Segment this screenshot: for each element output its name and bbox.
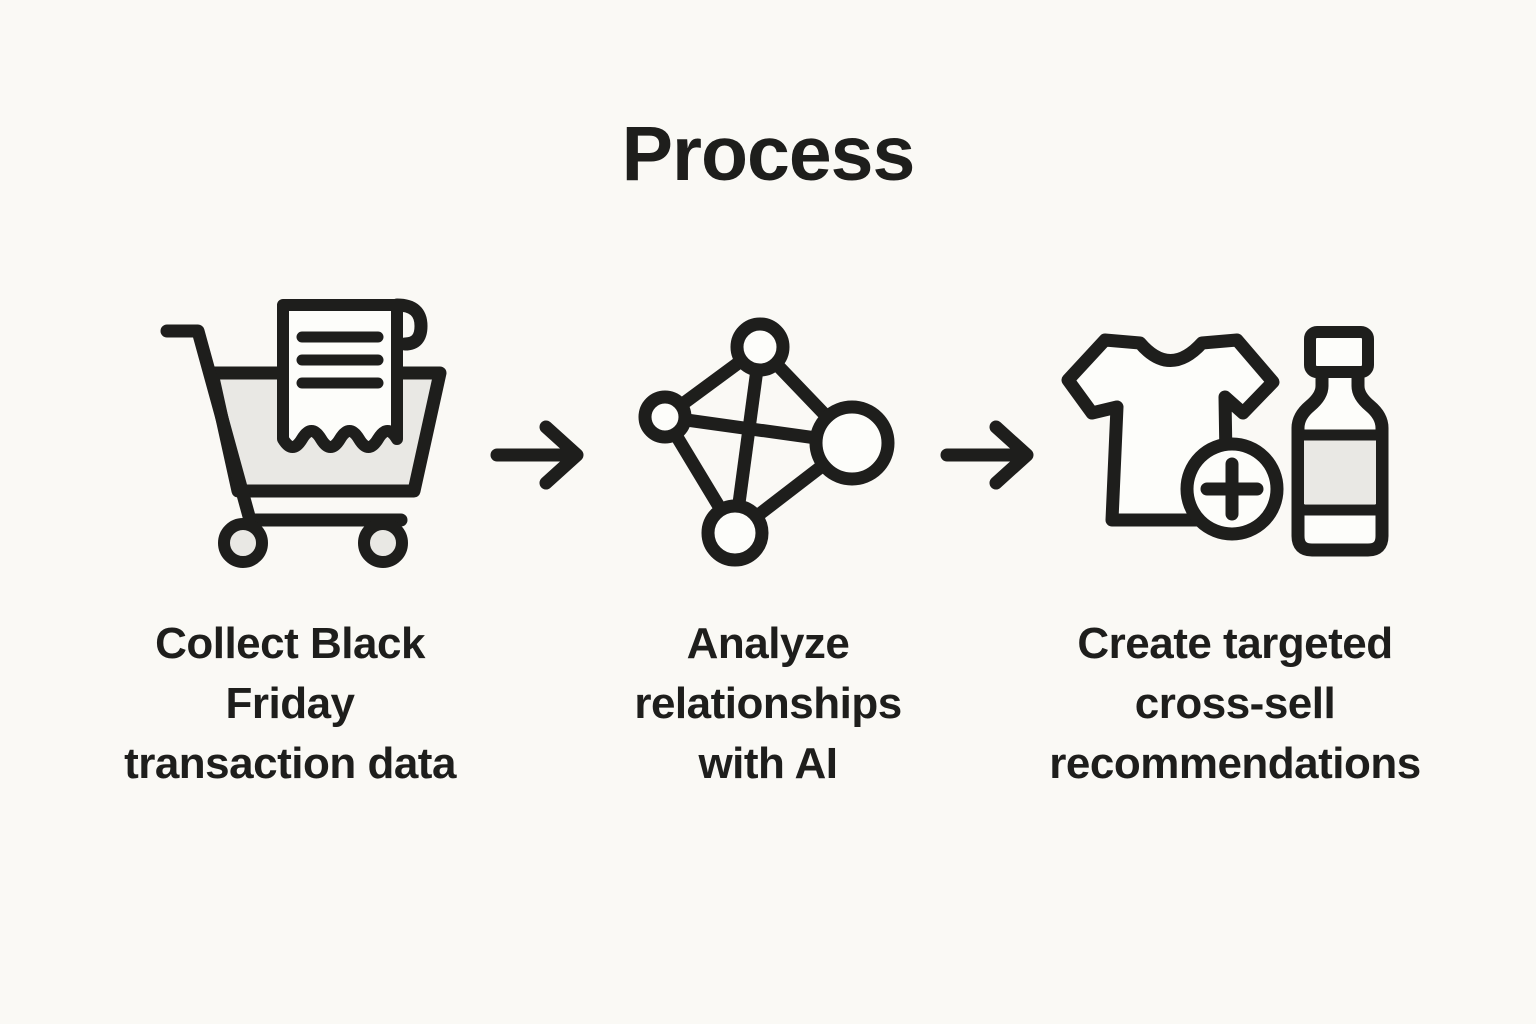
- step-label-line: transaction data: [124, 739, 456, 788]
- network-node-left: [638, 390, 692, 444]
- network-graph-icon: [638, 317, 895, 567]
- cart-frame-shape: [160, 324, 408, 527]
- arrow-right-shape: [490, 420, 584, 490]
- step-label-line: with AI: [698, 739, 838, 788]
- shopping-cart-receipt-icon: [160, 298, 447, 568]
- page-title: Process: [621, 111, 916, 197]
- step-label-line: Collect Black: [155, 619, 425, 668]
- network-node-top: [730, 317, 790, 377]
- step-label-line: relationships: [634, 679, 902, 728]
- network-node-right: [809, 400, 895, 486]
- step-label-analyze-ai: Analyze relationships with AI: [568, 614, 968, 794]
- receipt-shape: [277, 299, 403, 453]
- step-label-line: recommendations: [1049, 739, 1421, 788]
- tshirt-plus-bottle-icon: [1061, 326, 1389, 557]
- plus-sign: [1200, 457, 1264, 521]
- arrow-right-icon: [490, 420, 584, 490]
- step-label-line: Analyze: [686, 619, 850, 668]
- arrow-right-icon: [940, 420, 1034, 490]
- step-label-line: cross-sell: [1134, 679, 1336, 728]
- receipt-curl-shape: [390, 298, 428, 351]
- step-label-line: Friday: [225, 679, 355, 728]
- step-label-collect-data: Collect Black Friday transaction data: [30, 614, 550, 794]
- cart-wheel-right: [358, 518, 408, 568]
- arrow-right-shape: [940, 420, 1034, 490]
- step-label-line: Create targeted: [1077, 619, 1393, 668]
- network-node-bottom: [701, 499, 769, 567]
- cart-wheel-left: [218, 518, 268, 568]
- step-label-cross-sell: Create targeted cross-sell recommendatio…: [975, 614, 1495, 794]
- bottle-cap-shape: [1304, 326, 1374, 378]
- bottle-label-shape: [1304, 440, 1376, 504]
